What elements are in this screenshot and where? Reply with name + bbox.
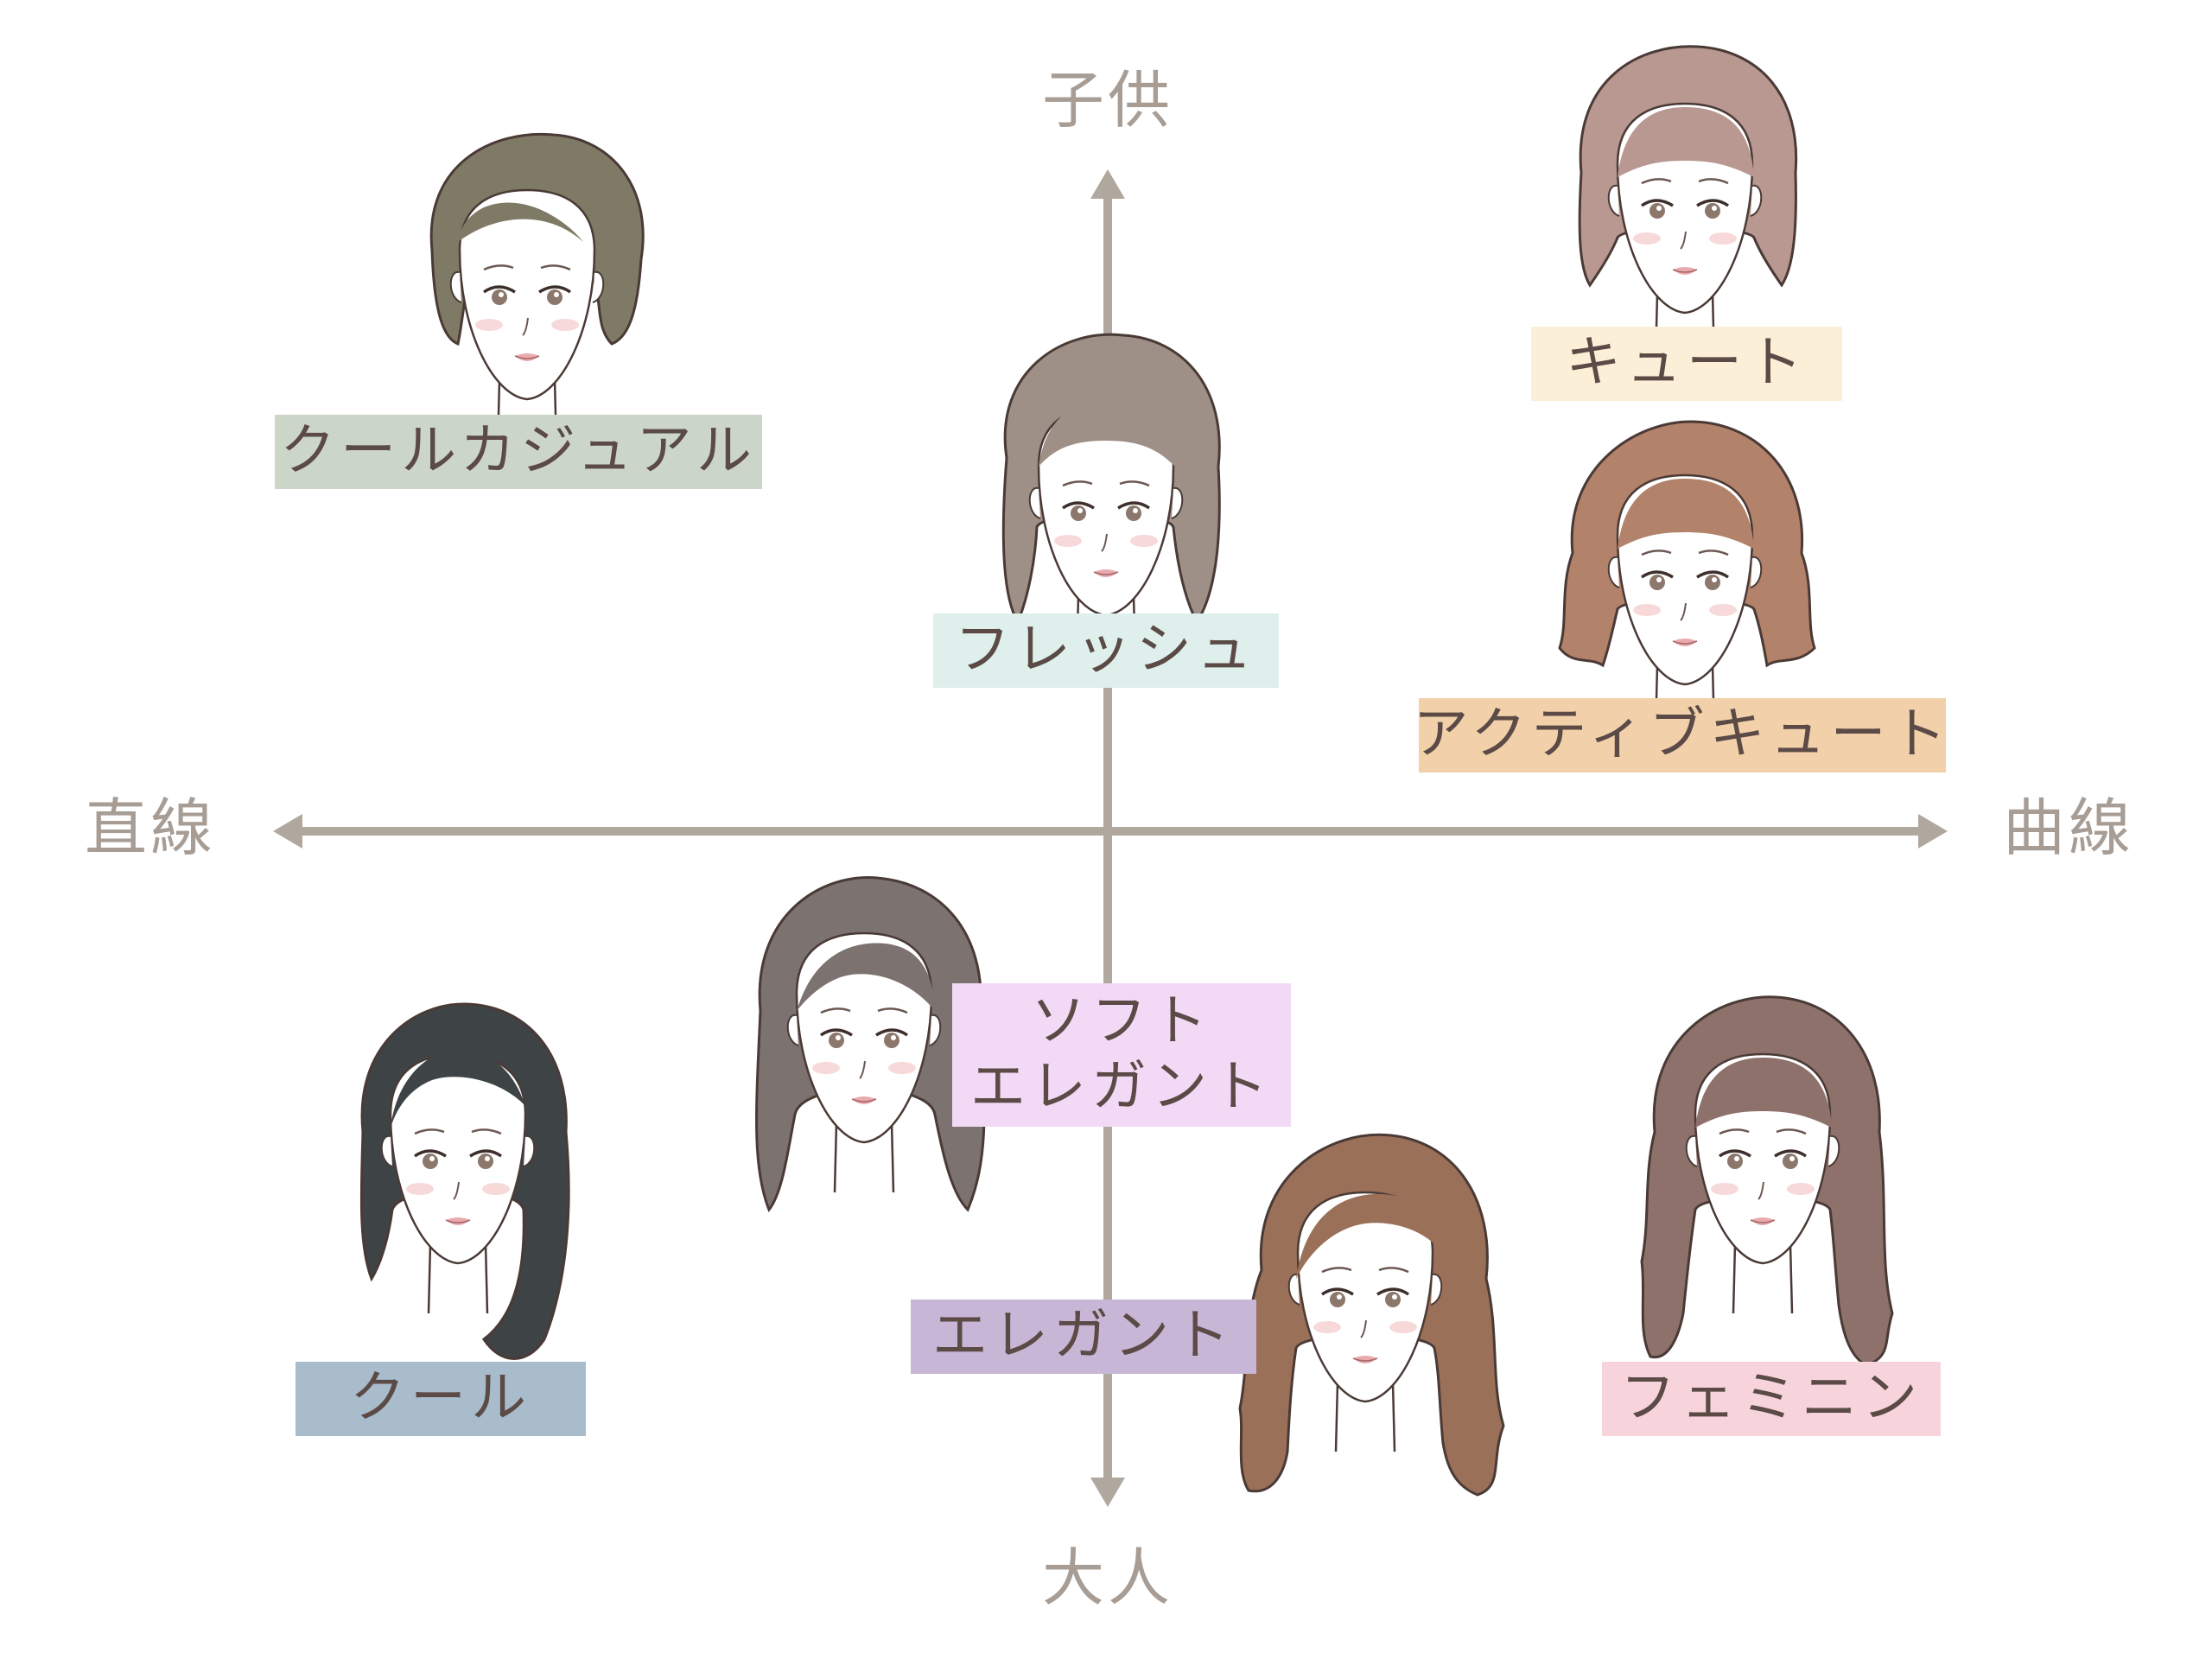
label-elegant: エレガント [911, 1300, 1256, 1374]
label-cool: クール [296, 1362, 586, 1436]
axis-arrow-down [1090, 1478, 1125, 1507]
label-soft-elegant: ソフト エレガント [952, 983, 1291, 1127]
feminine-illustration [1640, 995, 1894, 1367]
axis-arrow-up [1090, 169, 1125, 199]
active-cute-illustration [1558, 420, 1816, 734]
label-fresh: フレッシュ [933, 613, 1279, 688]
axis-arrow-right [1918, 814, 1948, 849]
label-soft-elegant-line1: ソフト [1031, 989, 1212, 1054]
label-cool-casual: クールカジュアル [275, 415, 762, 489]
cool-illustration [359, 1002, 570, 1360]
axis-label-top: 子供 [1042, 64, 1174, 137]
label-cute: キュート [1531, 327, 1842, 401]
label-soft-elegant-line2: エレガント [970, 1055, 1273, 1119]
axis-label-right: 曲線 [2003, 791, 2135, 864]
axis-arrow-left [273, 814, 302, 849]
label-active-cute: アクティブキュート [1414, 698, 1946, 772]
soft-elegant-illustration [755, 876, 986, 1212]
elegant-illustration [1238, 1133, 1505, 1497]
cool-casual-illustration [429, 132, 645, 449]
cute-illustration [1578, 45, 1798, 363]
fresh-illustration [1001, 333, 1221, 665]
axis-label-bottom: 大人 [1042, 1541, 1174, 1614]
label-feminine: フェミニン [1602, 1362, 1941, 1436]
axis-label-left: 直線 [85, 791, 217, 864]
